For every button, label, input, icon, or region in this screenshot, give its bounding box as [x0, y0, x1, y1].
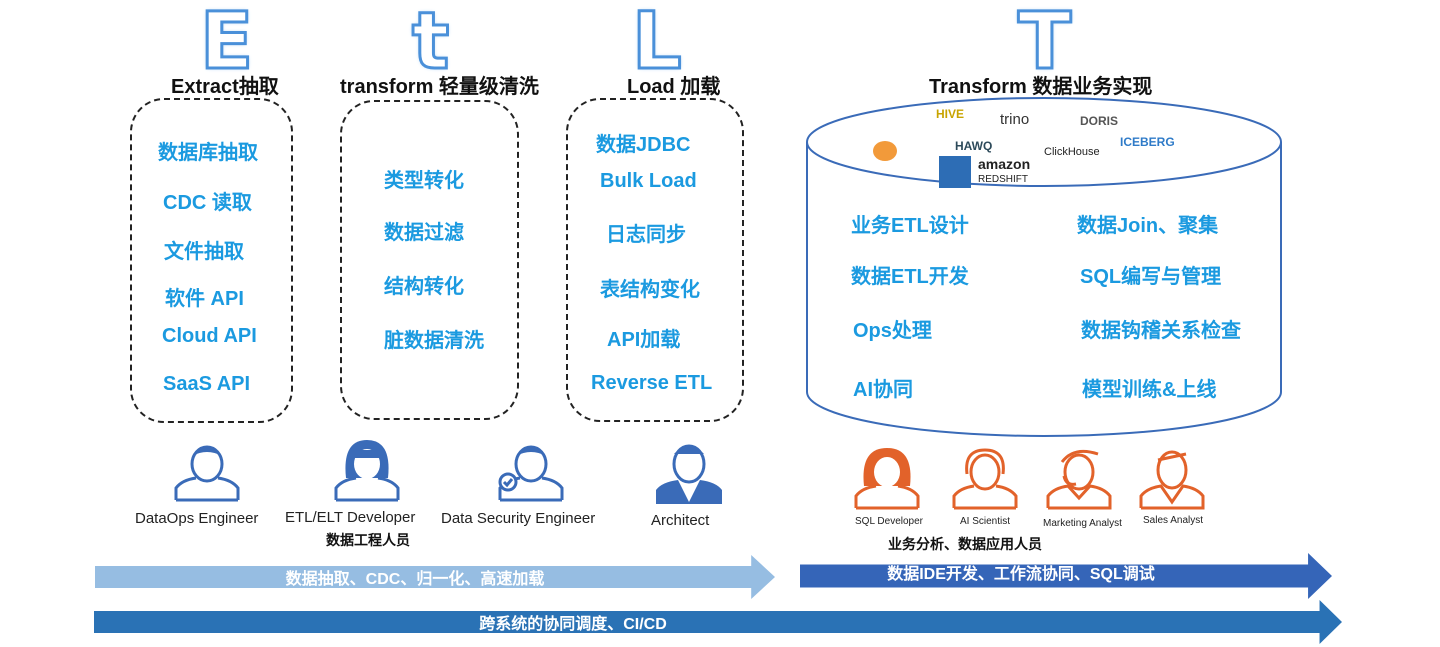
role-label: AI Scientist [960, 516, 1011, 527]
load-box [566, 98, 744, 422]
role-label: Marketing Analyst [1043, 518, 1122, 529]
extract-load-arrow: 数据抽取、CDC、归一化、高速加载 [95, 555, 775, 599]
transform-light-item: 数据过滤 [384, 222, 464, 244]
load-item: API加载 [607, 329, 681, 351]
arrow-label: 数据IDE开发、工作流协同、SQL调试 [887, 566, 1155, 583]
transform-item: SQL编写与管理 [1080, 266, 1222, 288]
load-item: 日志同步 [606, 224, 686, 246]
role-label: SQL Developer [855, 516, 923, 527]
transform-item: 业务ETL设计 [851, 215, 969, 237]
trino-logo: trino [1000, 111, 1030, 128]
load-item: 表结构变化 [600, 279, 700, 301]
letter-T: T [1016, 0, 1072, 87]
business-group-label: 业务分析、数据应用人员 [888, 536, 1042, 552]
role-label: Architect [651, 512, 710, 529]
transform-item: 数据钩稽关系检查 [1081, 320, 1241, 342]
data-engineers-group-label: 数据工程人员 [326, 532, 410, 548]
hawq-logo: HAWQ [955, 139, 993, 153]
transform-light-title: transform 轻量级清洗 [340, 76, 539, 98]
data-security-engineer-icon [498, 445, 564, 502]
letter-e: E [198, 0, 254, 87]
marketing-analyst-icon [1046, 449, 1112, 510]
transform-arrow: 数据IDE开发、工作流协同、SQL调试 [800, 553, 1332, 599]
transform-title: Transform 数据业务实现 [929, 76, 1153, 98]
transform-light-box [340, 100, 519, 420]
transform-light-item: 类型转化 [384, 170, 464, 192]
transform-item: 数据Join、聚集 [1077, 215, 1219, 237]
redshift-logo: REDSHIFT [978, 174, 1028, 185]
load-item: Reverse ETL [591, 372, 713, 394]
extract-title: Extract抽取 [171, 76, 279, 98]
clickhouse-logo: ClickHouse [1044, 146, 1100, 158]
extract-item: 软件 API [165, 288, 244, 310]
hive-logo: HIVE [936, 107, 965, 121]
extract-item: Cloud API [162, 325, 257, 347]
extract-item: 文件抽取 [164, 241, 244, 263]
arrow-label: 数据抽取、CDC、归一化、高速加载 [285, 571, 545, 588]
load-item: 数据JDBC [596, 134, 691, 156]
dataops-engineer-icon [174, 445, 240, 502]
doris-logo: DORIS [1080, 114, 1119, 128]
transform-item: 数据ETL开发 [851, 266, 969, 288]
role-label: Data Security Engineer [441, 510, 596, 527]
database-cylinder [806, 97, 1282, 437]
sales-analyst-icon [1139, 450, 1205, 510]
role-label: ETL/ELT Developer [285, 509, 416, 526]
extract-item: SaaS API [163, 373, 251, 395]
letter-t: t [410, 0, 450, 87]
transform-light-item: 脏数据清洗 [384, 330, 484, 352]
sql-developer-icon [854, 448, 920, 510]
architect-icon [656, 444, 722, 504]
redshift-logo-icon [939, 156, 971, 188]
extract-box [130, 98, 293, 423]
orchestration-arrow: 跨系统的协同调度、CI/CD [94, 600, 1342, 644]
role-label: Sales Analyst [1143, 515, 1204, 526]
letter-l: L [631, 0, 684, 87]
amazon-logo: amazon [978, 156, 1031, 172]
transform-item: Ops处理 [853, 320, 932, 342]
ai-scientist-icon [952, 448, 1018, 510]
etl-developer-icon [334, 440, 400, 502]
seatunnel-logo-icon [873, 141, 897, 161]
load-item: Bulk Load [600, 170, 697, 192]
role-label: DataOps Engineer [135, 510, 259, 527]
extract-item: 数据库抽取 [158, 142, 258, 164]
iceberg-logo: ICEBERG [1120, 135, 1175, 149]
extract-item: CDC 读取 [163, 192, 252, 214]
transform-item: 模型训练&上线 [1082, 379, 1217, 401]
load-title: Load 加载 [627, 76, 721, 98]
arrow-label: 跨系统的协同调度、CI/CD [479, 616, 667, 633]
transform-light-item: 结构转化 [384, 276, 464, 298]
transform-item: AI协同 [853, 379, 913, 401]
